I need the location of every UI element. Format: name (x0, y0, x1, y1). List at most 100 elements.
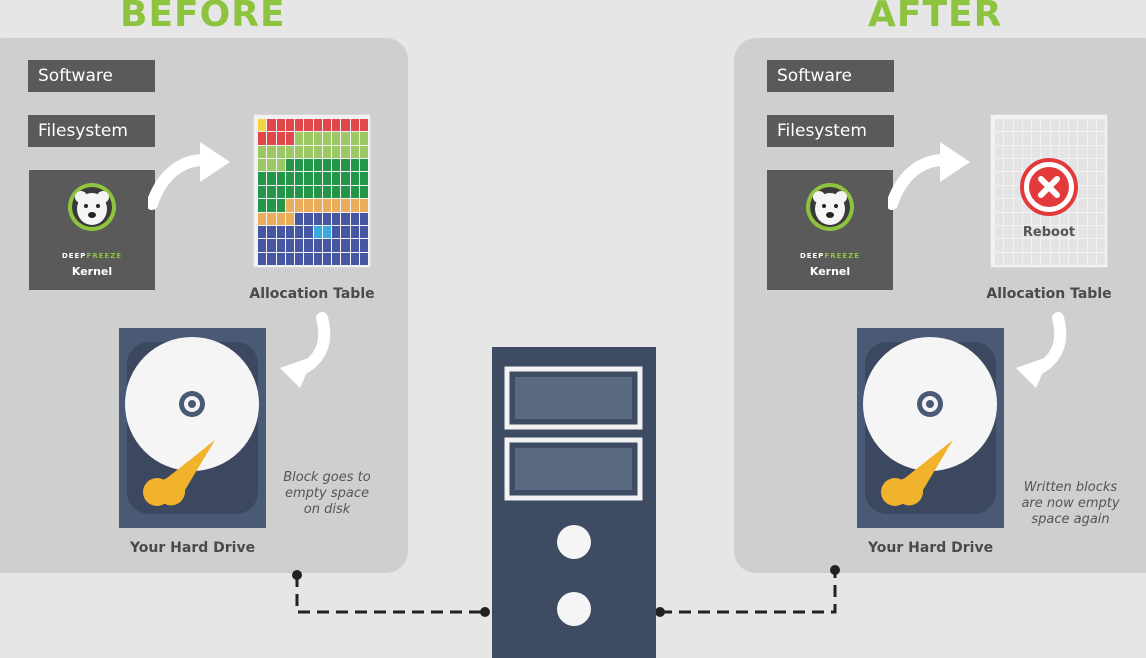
allocation-block-empty (1013, 212, 1022, 225)
allocation-block-empty (1041, 225, 1050, 239)
allocation-block-empty (1032, 119, 1041, 132)
allocation-block-empty (1096, 252, 1105, 265)
allocation-block (285, 145, 294, 159)
allocation-block (322, 145, 331, 159)
allocation-block-empty (1096, 132, 1105, 145)
allocation-block (258, 212, 267, 225)
allocation-block-empty (1022, 225, 1031, 239)
allocation-block (267, 119, 276, 132)
allocation-block-empty (1004, 225, 1013, 239)
allocation-block-empty (1078, 239, 1087, 252)
allocation-block (285, 239, 294, 252)
allocation-block (350, 252, 359, 265)
allocation-block-empty (1087, 159, 1096, 172)
allocation-block (258, 119, 267, 132)
curved-arrow-icon (280, 312, 331, 388)
allocation-block (322, 185, 331, 199)
allocation-block-empty (1059, 252, 1068, 265)
allocation-block (285, 172, 294, 185)
allocation-block (350, 199, 359, 212)
after-allocation-caption: Allocation Table (986, 286, 1112, 302)
allocation-block (258, 252, 267, 265)
allocation-block-empty (1050, 132, 1059, 145)
allocation-block (276, 159, 285, 172)
allocation-block-empty (1096, 145, 1105, 159)
allocation-block-empty (1069, 199, 1078, 212)
allocation-block-empty (1078, 212, 1087, 225)
allocation-block (322, 119, 331, 132)
allocation-block-empty (1078, 185, 1087, 199)
curved-arrow-icon (148, 142, 230, 210)
allocation-block-empty (1087, 252, 1096, 265)
allocation-block (258, 159, 267, 172)
allocation-block (285, 199, 294, 212)
allocation-block-empty (1004, 185, 1013, 199)
allocation-block-empty (1096, 225, 1105, 239)
allocation-block-empty (1013, 172, 1022, 185)
after-drive-caption: Your Hard Drive (867, 540, 994, 556)
allocation-block (276, 145, 285, 159)
allocation-block (332, 145, 341, 159)
allocation-block-empty (1069, 252, 1078, 265)
allocation-block-empty (1096, 119, 1105, 132)
before-drive-caption: Your Hard Drive (129, 540, 256, 556)
allocation-block (258, 172, 267, 185)
allocation-block (304, 119, 313, 132)
after-kernel-box: DEEPFREEZE Kernel (767, 170, 893, 290)
allocation-block-empty (1069, 225, 1078, 239)
allocation-block-empty (1041, 252, 1050, 265)
allocation-block-empty (1087, 199, 1096, 212)
allocation-block (313, 172, 322, 185)
allocation-block-empty (1022, 159, 1031, 172)
before-kernel-label: Kernel (71, 265, 113, 278)
allocation-block-empty (1050, 252, 1059, 265)
allocation-block-empty (1032, 239, 1041, 252)
allocation-block (276, 172, 285, 185)
allocation-block (313, 225, 322, 239)
allocation-block-empty (1013, 159, 1022, 172)
allocation-block (359, 212, 368, 225)
allocation-block (322, 172, 331, 185)
allocation-block-empty (1096, 239, 1105, 252)
allocation-block (332, 252, 341, 265)
allocation-block-empty (1059, 239, 1068, 252)
allocation-block (341, 212, 350, 225)
red-x-circle-icon (1020, 158, 1078, 216)
allocation-block (313, 145, 322, 159)
allocation-block (341, 239, 350, 252)
after-heading: AFTER (868, 0, 1003, 35)
connector-dot (292, 570, 302, 580)
allocation-block (285, 252, 294, 265)
allocation-block (322, 212, 331, 225)
allocation-block (341, 185, 350, 199)
allocation-block-empty (995, 145, 1004, 159)
allocation-block (332, 159, 341, 172)
allocation-block-empty (1069, 145, 1078, 159)
connector-dot (655, 607, 665, 617)
allocation-block-empty (1050, 119, 1059, 132)
allocation-block-empty (1022, 132, 1031, 145)
allocation-block (267, 225, 276, 239)
allocation-block (276, 119, 285, 132)
allocation-block (267, 159, 276, 172)
allocation-block (313, 199, 322, 212)
allocation-block (295, 119, 304, 132)
allocation-block (295, 225, 304, 239)
allocation-block (359, 119, 368, 132)
allocation-block (276, 132, 285, 145)
allocation-block-empty (1032, 225, 1041, 239)
allocation-block (332, 132, 341, 145)
allocation-block (359, 132, 368, 145)
allocation-block (313, 132, 322, 145)
allocation-block (350, 225, 359, 239)
allocation-block (341, 225, 350, 239)
allocation-block-empty (1096, 212, 1105, 225)
allocation-block (304, 225, 313, 239)
allocation-block (258, 225, 267, 239)
allocation-block (359, 199, 368, 212)
allocation-block (267, 212, 276, 225)
allocation-block (313, 252, 322, 265)
allocation-block-empty (995, 172, 1004, 185)
allocation-block (267, 172, 276, 185)
allocation-block-empty (995, 159, 1004, 172)
